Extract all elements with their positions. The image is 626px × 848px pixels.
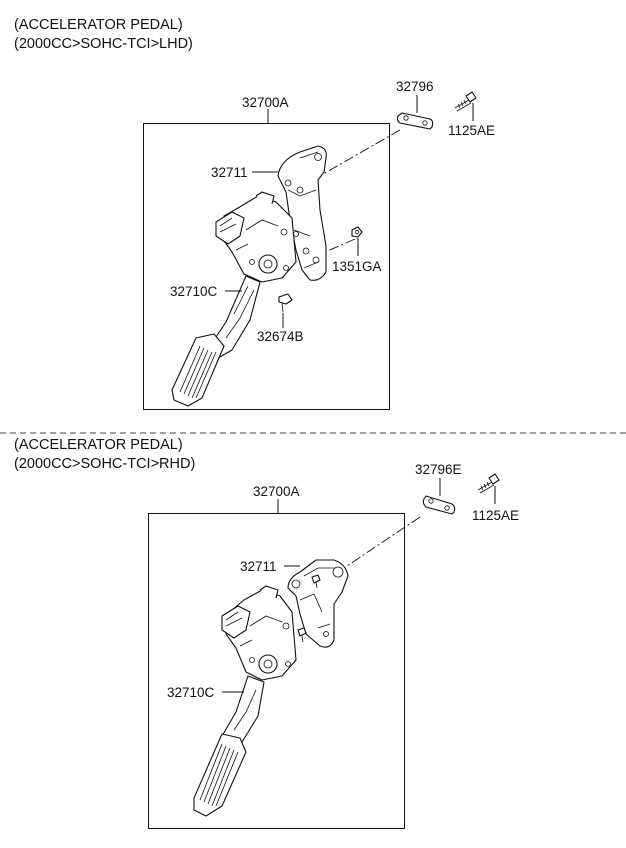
label-stopper: 32674B [257, 329, 304, 344]
section-lhd: (ACCELERATOR PEDAL) (2000CC>SOHC-TCI>LHD… [14, 17, 495, 410]
section-title: (ACCELERATOR PEDAL) [14, 437, 183, 453]
label-bolt: 1125AE [472, 508, 519, 523]
centerline [343, 516, 421, 569]
section-title: (ACCELERATOR PEDAL) [14, 17, 183, 33]
pedal-part [171, 191, 297, 407]
centerline [317, 129, 401, 178]
bolt-part [477, 473, 500, 494]
pedal-part [193, 585, 297, 817]
label-bolt: 1125AE [448, 123, 495, 138]
label-plate: 32796E [415, 462, 462, 477]
section-subtitle: (2000CC>SOHC-TCI>RHD) [14, 456, 195, 472]
nut-part [351, 226, 363, 238]
bolt-part [454, 91, 477, 112]
label-assembly: 32700A [242, 95, 289, 110]
label-nut: 1351GA [332, 259, 382, 274]
label-pedal: 32710C [170, 284, 218, 299]
plate-part [396, 112, 434, 130]
label-assembly: 32700A [253, 484, 300, 499]
label-bracket: 32711 [211, 165, 248, 180]
assembly-frame [148, 513, 405, 829]
assembly-frame [143, 123, 390, 410]
label-plate: 32796 [396, 79, 434, 94]
bracket-part [277, 145, 327, 281]
stopper-part [278, 293, 293, 313]
section-subtitle: (2000CC>SOHC-TCI>LHD) [14, 36, 193, 52]
section-rhd: (ACCELERATOR PEDAL) (2000CC>SOHC-TCI>RHD… [14, 437, 519, 829]
label-bracket: 32711 [240, 559, 277, 574]
bracket-part [287, 559, 349, 648]
label-pedal: 32710C [167, 685, 215, 700]
plate-part [422, 495, 456, 515]
